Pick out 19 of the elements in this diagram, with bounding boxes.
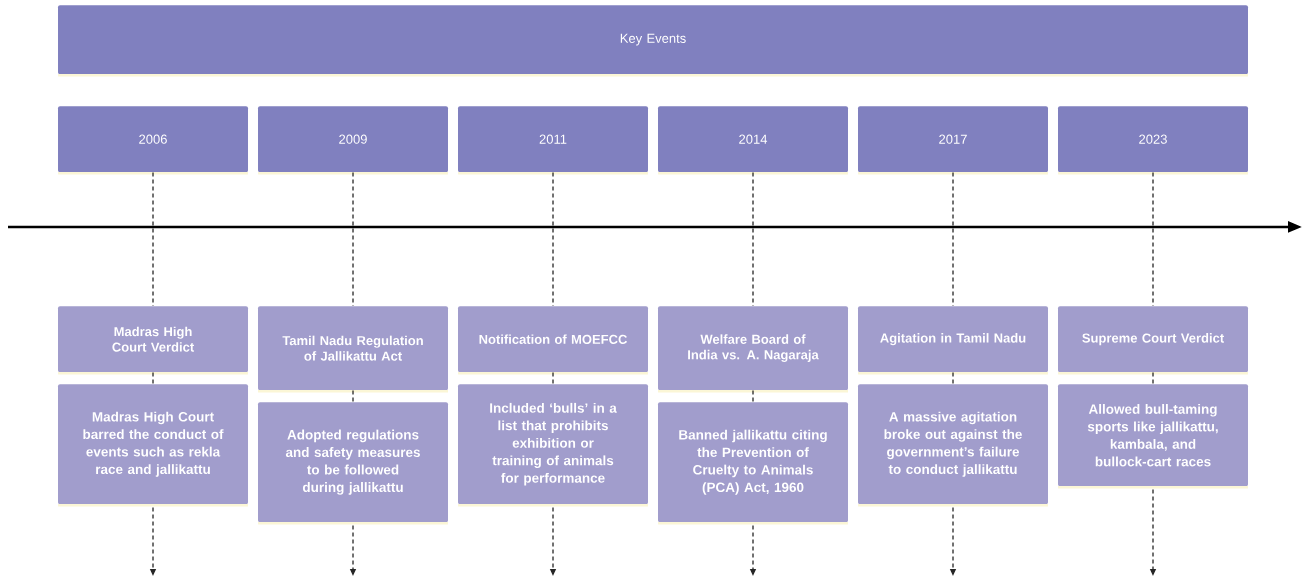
year-box: 2011 — [458, 106, 648, 175]
year-box: 2006 — [58, 106, 248, 175]
event-header-box: Key Events — [58, 5, 1248, 77]
year-box: 2014 — [658, 106, 848, 175]
event-title-box: Madras High Court Verdict — [58, 306, 248, 375]
event-title-box: Notification of MOEFCC — [458, 306, 648, 375]
event-description-box: Included ‘bulls’ in a list that prohibits exhibition or training of animals for performance — [458, 384, 648, 507]
event-description-box: Allowed bull-taming sports like jallikattu, kambala, and bullock-cart races — [1058, 384, 1248, 489]
event-title-box: Tamil Nadu Regulation of Jallikattu Act — [258, 306, 448, 393]
event-description-box: A massive agitation broke out against the government’s failure to conduct jallikattu — [858, 384, 1048, 507]
event-title-box: Agitation in Tamil Nadu — [858, 306, 1048, 375]
year-box: 2023 — [1058, 106, 1248, 175]
event-title-box: Welfare Board of India vs. A. Nagaraja — [658, 306, 848, 393]
event-description-box: Banned jallikattu citing the Prevention of Cruelty to Animals (PCA) Act, 1960 — [658, 402, 848, 525]
event-description-box: Madras High Court barred the conduct of events such as rekla race and jallikattu — [58, 384, 248, 507]
year-box: 2009 — [258, 106, 448, 175]
event-title-box: Supreme Court Verdict — [1058, 306, 1248, 375]
year-box: 2017 — [858, 106, 1048, 175]
event-description-box: Adopted regulations and safety measures to be followed during jallikattu — [258, 402, 448, 525]
